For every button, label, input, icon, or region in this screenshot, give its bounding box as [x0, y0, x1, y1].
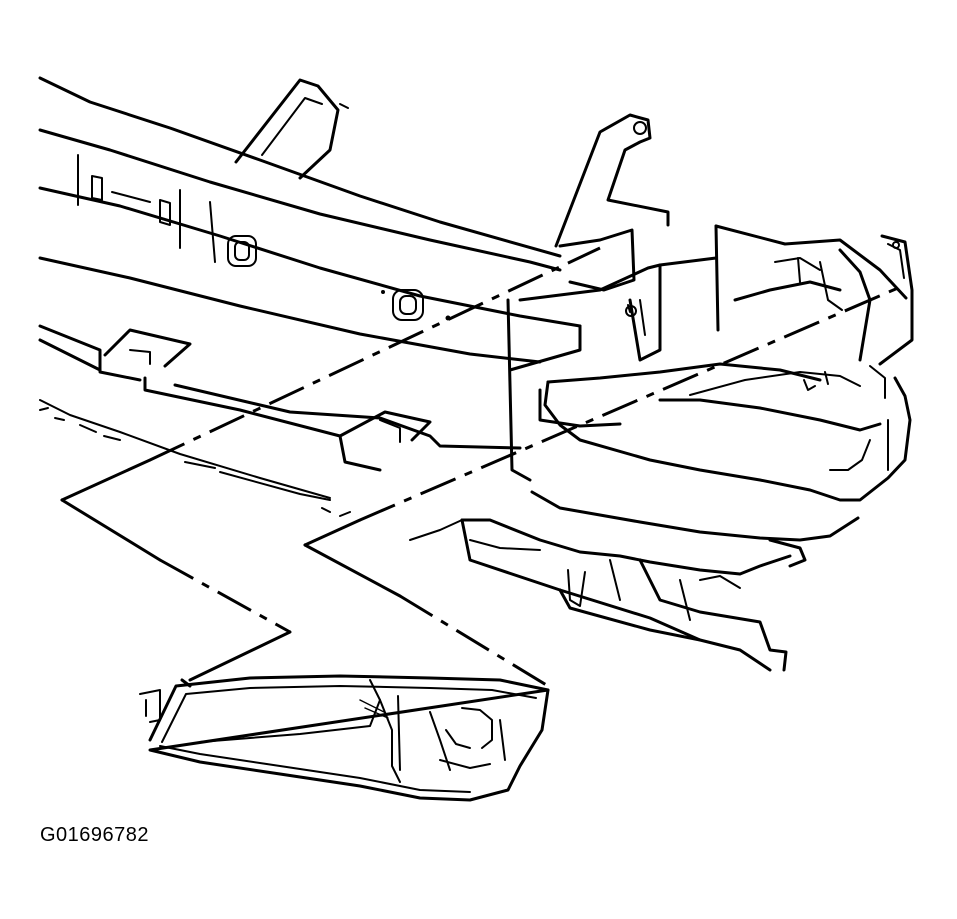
figure-id-label: G01696782 [40, 824, 150, 846]
headlamp-installed [530, 365, 912, 542]
lower-support-rails [38, 256, 542, 517]
headlamp-removed [139, 674, 550, 802]
upper-left-bracket [234, 78, 349, 180]
lower-bracket [409, 518, 807, 672]
upper-right-bracket [554, 113, 670, 248]
inner-support-structure [506, 224, 914, 482]
radiator-support-upper [38, 76, 582, 328]
callout-lines [60, 246, 906, 688]
